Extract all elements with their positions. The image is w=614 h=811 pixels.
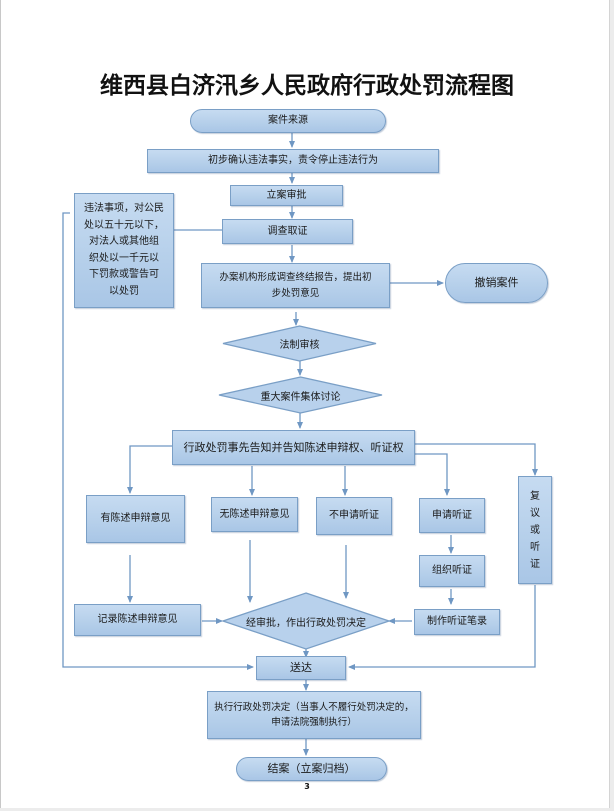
legal-review-label: 法制审核	[279, 340, 320, 351]
revoke-case-label: 撤销案件	[474, 276, 519, 290]
collective-discussion-diamond: 重大案件集体讨论	[218, 376, 383, 414]
revoke-case-node: 撤销案件	[445, 263, 548, 303]
arrow-notice-to-reconsider	[415, 443, 538, 476]
summary-rule-node: 违法事项，对公民 处以五十元以下， 对法人或其他组 织处以一千元以 下罚款或警告…	[74, 193, 174, 308]
investigation-node: 调查取证	[222, 219, 353, 244]
no-hearing-request-label: 不申请听证	[329, 510, 379, 521]
summary-rule-line: 以处罚	[109, 285, 139, 297]
summary-rule-line: 织处以一千元以	[89, 252, 159, 264]
reconsider-char: 听	[530, 541, 540, 553]
decision-diamond: 经审批，作出行政处罚决定	[222, 592, 390, 650]
case-source-label: 案件来源	[268, 115, 308, 126]
hearing-record-node: 制作听证笔录	[414, 609, 500, 635]
filing-approval-label: 立案审批	[266, 189, 307, 201]
no-hearing-request-node: 不申请听证	[316, 497, 392, 535]
summary-rule-line: 下罚款或警告可	[89, 269, 159, 280]
summary-rule-line: 违法事项，对公民	[84, 203, 164, 214]
close-case-label: 结案（立案归档）	[267, 762, 356, 776]
filing-approval-node: 立案审批	[230, 185, 343, 206]
record-statement-label: 记录陈述申辩意见	[97, 614, 178, 625]
page-right-edge	[609, 0, 614, 811]
report-line: 办案机构形成调查终结报告，提出初	[219, 272, 372, 284]
execute-line: 申请法院强制执行）	[271, 717, 357, 728]
has-statement-label: 有陈述申辩意见	[100, 513, 171, 524]
legal-review-diamond: 法制审核	[222, 325, 377, 362]
hearing-record-label: 制作听证笔录	[427, 616, 487, 627]
line-rules-to-delivery	[62, 212, 254, 670]
reconsider-char: 议	[530, 507, 540, 519]
decision-label: 经审批，作出行政处罚决定	[246, 617, 366, 629]
close-case-node: 结案（立案归档）	[236, 757, 387, 781]
request-hearing-node: 申请听证	[419, 498, 485, 533]
request-hearing-label: 申请听证	[432, 509, 472, 521]
no-statement-node: 无陈述申辩意见	[211, 497, 298, 532]
report-line: 步处罚意见	[271, 287, 320, 299]
arrow-notice-to-request-hearing	[415, 453, 450, 496]
organize-hearing-node: 组织听证	[419, 555, 485, 587]
summary-rule-line: 处以五十元以下，	[84, 219, 164, 231]
preliminary-confirm-label: 初步确认违法事实，责令停止违法行为	[208, 155, 378, 166]
reconsider-char: 证	[530, 558, 540, 570]
delivery-node: 送达	[256, 656, 346, 680]
arrow-reconsider-to-delivery	[348, 585, 536, 670]
case-source-node: 案件来源	[190, 109, 386, 133]
page-bottom-edge	[0, 808, 614, 811]
reconsider-char: 或	[530, 524, 540, 536]
reconsider-or-hearing-node: 复 议 或 听 证	[518, 476, 552, 584]
record-statement-node: 记录陈述申辩意见	[74, 604, 201, 636]
investigation-report-node: 办案机构形成调查终结报告，提出初 步处罚意见	[201, 263, 390, 308]
prior-notice-label: 行政处罚事先告知并告知陈述申辩权、听证权	[183, 440, 404, 454]
no-statement-label: 无陈述申辩意见	[219, 508, 290, 520]
page-title: 维西县白济汛乡人民政府行政处罚流程图	[100, 73, 514, 99]
delivery-label: 送达	[290, 661, 312, 675]
execute-decision-node: 执行行政处罚决定（当事人不履行处罚决定的， 申请法院强制执行）	[207, 691, 421, 739]
investigation-label: 调查取证	[267, 225, 308, 237]
page-left-edge	[0, 0, 1, 811]
prior-notice-node: 行政处罚事先告知并告知陈述申辩权、听证权	[172, 430, 415, 465]
page-number: 3	[304, 782, 310, 791]
execute-line: 执行行政处罚决定（当事人不履行处罚决定的，	[214, 701, 414, 713]
has-statement-node: 有陈述申辩意见	[86, 495, 185, 543]
reconsider-char: 复	[530, 490, 540, 502]
preliminary-confirm-node: 初步确认违法事实，责令停止违法行为	[147, 149, 439, 173]
collective-discussion-label: 重大案件集体讨论	[260, 391, 341, 403]
arrow-notice-to-has-statement	[127, 445, 172, 494]
summary-rule-line: 对法人或其他组	[89, 236, 159, 247]
organize-hearing-label: 组织听证	[432, 565, 472, 576]
